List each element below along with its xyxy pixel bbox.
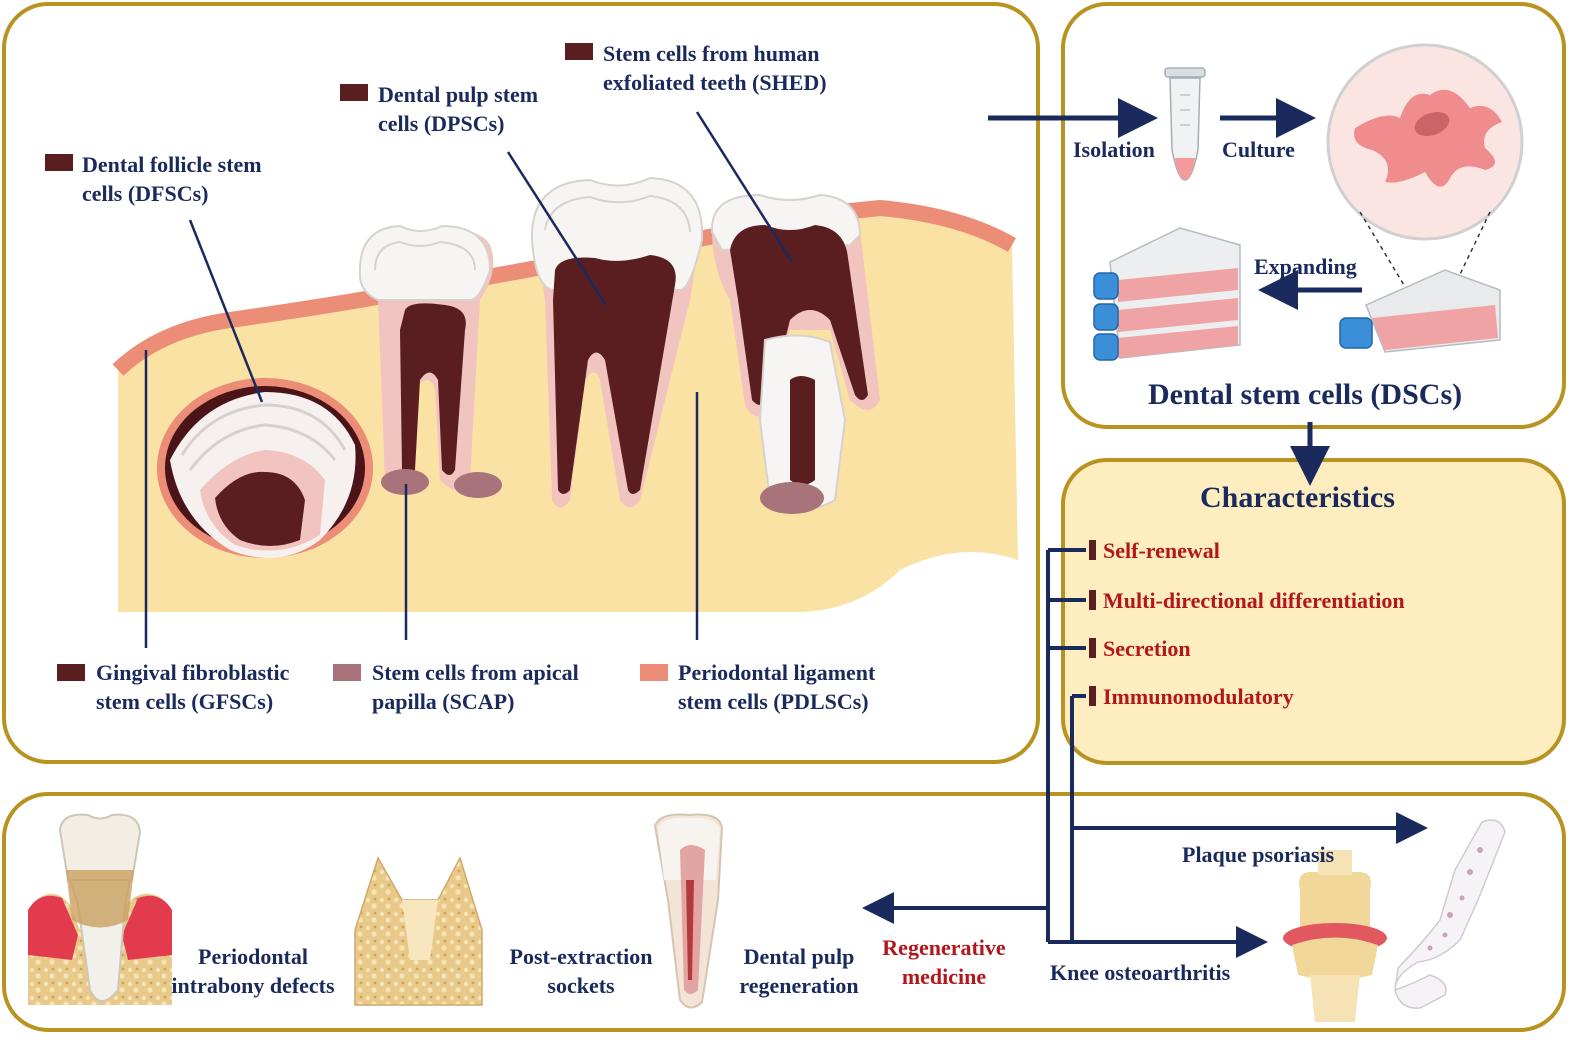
characteristic-marker <box>1089 686 1096 706</box>
dfsc-label-line1: Dental follicle stem <box>82 152 262 177</box>
culture-flask-icon <box>1339 269 1501 353</box>
dfsc-label-line2: cells (DFSCs) <box>82 181 209 206</box>
isolation-label: Isolation <box>1073 137 1155 162</box>
knee-osteoarthritis-label: Knee osteoarthritis <box>1050 960 1231 985</box>
characteristic-item: Secretion <box>1103 636 1191 661</box>
leader-lines <box>144 111 794 648</box>
dsc-title: Dental stem cells (DSCs) <box>1148 378 1463 411</box>
pulp-regeneration-line1: Dental pulp <box>743 944 855 969</box>
pulp-regeneration-line2: regeneration <box>739 973 859 998</box>
tooth-1-illustration <box>358 224 502 498</box>
shed-label-line1: Stem cells from human <box>603 41 820 66</box>
characteristic-item: Multi-directional differentiation <box>1103 588 1405 613</box>
shed-label-line2: exfoliated teeth (SHED) <box>603 70 827 95</box>
pdlsc-label-line2: stem cells (PDLSCs) <box>678 689 869 714</box>
characteristic-marker <box>1089 590 1096 610</box>
post-extraction-label: Post-extraction sockets <box>492 942 670 1000</box>
dpsc-label: Dental pulp stem cells (DPSCs) <box>378 80 538 138</box>
shed-color-swatch <box>565 43 593 60</box>
scap-label: Stem cells from apical papilla (SCAP) <box>372 658 579 716</box>
stacked-flasks-icon <box>1093 227 1241 361</box>
characteristics-connectors <box>862 548 1428 958</box>
shed-label: Stem cells from human exfoliated teeth (… <box>603 39 827 97</box>
tube-icon <box>1164 67 1206 181</box>
gfsc-label: Gingival fibroblastic stem cells (GFSCs) <box>96 658 289 716</box>
pdlsc-label-line1: Periodontal ligament <box>678 660 876 685</box>
characteristic-marker <box>1089 638 1096 658</box>
dpsc-color-swatch <box>340 84 368 101</box>
dfsc-color-swatch <box>45 154 73 171</box>
pdlsc-label: Periodontal ligament stem cells (PDLSCs) <box>678 658 875 716</box>
periodontal-defects-label: Periodontal intrabony defects <box>158 942 348 1000</box>
gfsc-label-line2: stem cells (GFSCs) <box>96 689 274 714</box>
dpsc-label-line1: Dental pulp stem <box>378 82 539 107</box>
plaque-psoriasis-label: Plaque psoriasis <box>1182 842 1335 867</box>
characteristic-item: Immunomodulatory <box>1103 684 1294 709</box>
characteristic-item: Self-renewal <box>1103 538 1220 563</box>
pulp-regeneration-label: Dental pulp regeneration <box>724 942 874 1000</box>
characteristics-panel <box>1061 458 1566 765</box>
scap-label-line1: Stem cells from apical <box>372 660 579 685</box>
post-extraction-line2: sockets <box>547 973 615 998</box>
stem-cell-magnified-icon <box>1326 43 1524 241</box>
characteristic-marker <box>1089 540 1096 560</box>
workflow-arrows <box>988 98 1362 486</box>
tooth-3-illustration <box>710 193 880 514</box>
arm-psoriasis-icon <box>1394 819 1506 1009</box>
gfsc-color-swatch <box>57 664 85 681</box>
dental-pulp-tooth-icon <box>653 813 724 1009</box>
expanding-label: Expanding <box>1254 254 1357 279</box>
culture-label: Culture <box>1222 137 1295 162</box>
scap-color-swatch <box>333 664 361 681</box>
post-extraction-socket-icon <box>354 856 483 1006</box>
gfsc-label-line1: Gingival fibroblastic <box>96 660 290 685</box>
dfsc-label: Dental follicle stem cells (DFSCs) <box>82 150 262 208</box>
dpsc-label-line2: cells (DPSCs) <box>378 111 505 136</box>
scap-label-line2: papilla (SCAP) <box>372 689 515 714</box>
regenerative-medicine-line1: Regenerative <box>882 935 1006 960</box>
pdlsc-color-swatch <box>640 664 668 681</box>
knee-joint-icon <box>1283 850 1387 1022</box>
regenerative-medicine-label: Regenerative medicine <box>866 933 1022 991</box>
periodontal-defect-icon <box>28 813 172 1005</box>
unerupted-tooth-illustration <box>157 378 373 558</box>
periodontal-defects-line1: Periodontal <box>198 944 308 969</box>
regenerative-medicine-line2: medicine <box>901 964 987 989</box>
characteristics-title: Characteristics <box>1200 481 1395 514</box>
post-extraction-line1: Post-extraction <box>509 944 653 969</box>
periodontal-defects-line2: intrabony defects <box>171 973 335 998</box>
